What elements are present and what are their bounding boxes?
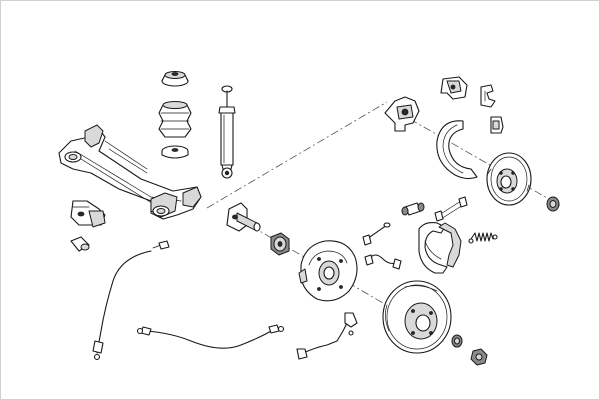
- bump-stop-boot[interactable]: [158, 101, 192, 138]
- silent-block[interactable]: [270, 232, 290, 256]
- caliper-bracket[interactable]: [480, 84, 496, 108]
- brake-disc[interactable]: [486, 152, 532, 206]
- wheel-cylinder[interactable]: [401, 202, 425, 216]
- drum-backing-plate[interactable]: [298, 240, 358, 302]
- wheel-bearing-housing[interactable]: [384, 96, 420, 132]
- adjuster-rod[interactable]: [362, 222, 391, 246]
- axle-mounting-bracket[interactable]: [70, 200, 106, 228]
- brake-pad-clip[interactable]: [490, 116, 504, 134]
- stub-axle[interactable]: [226, 202, 261, 232]
- dust-cap[interactable]: [451, 334, 463, 348]
- brake-drum[interactable]: [382, 280, 452, 354]
- shock-absorber[interactable]: [218, 85, 236, 179]
- brake-shoe-set[interactable]: [418, 222, 462, 274]
- rubber-bushing[interactable]: [70, 236, 90, 252]
- axle-nut[interactable]: [470, 348, 488, 366]
- brake-hose[interactable]: [364, 254, 402, 270]
- hub-cap-nut[interactable]: [546, 196, 560, 212]
- rear-axle-beam[interactable]: [58, 124, 202, 220]
- disc-splash-shield[interactable]: [436, 120, 478, 180]
- spring-top-mount[interactable]: [161, 71, 189, 87]
- parking-brake-cable-left[interactable]: [92, 240, 170, 361]
- spring-seat[interactable]: [161, 145, 189, 159]
- abs-sensor[interactable]: [296, 312, 358, 360]
- return-spring[interactable]: [468, 232, 498, 244]
- brake-caliper[interactable]: [440, 76, 468, 100]
- assembly-guide-lines: [206, 101, 562, 332]
- parking-brake-cable-right[interactable]: [136, 324, 285, 349]
- pad-wear-sensor[interactable]: [434, 196, 468, 222]
